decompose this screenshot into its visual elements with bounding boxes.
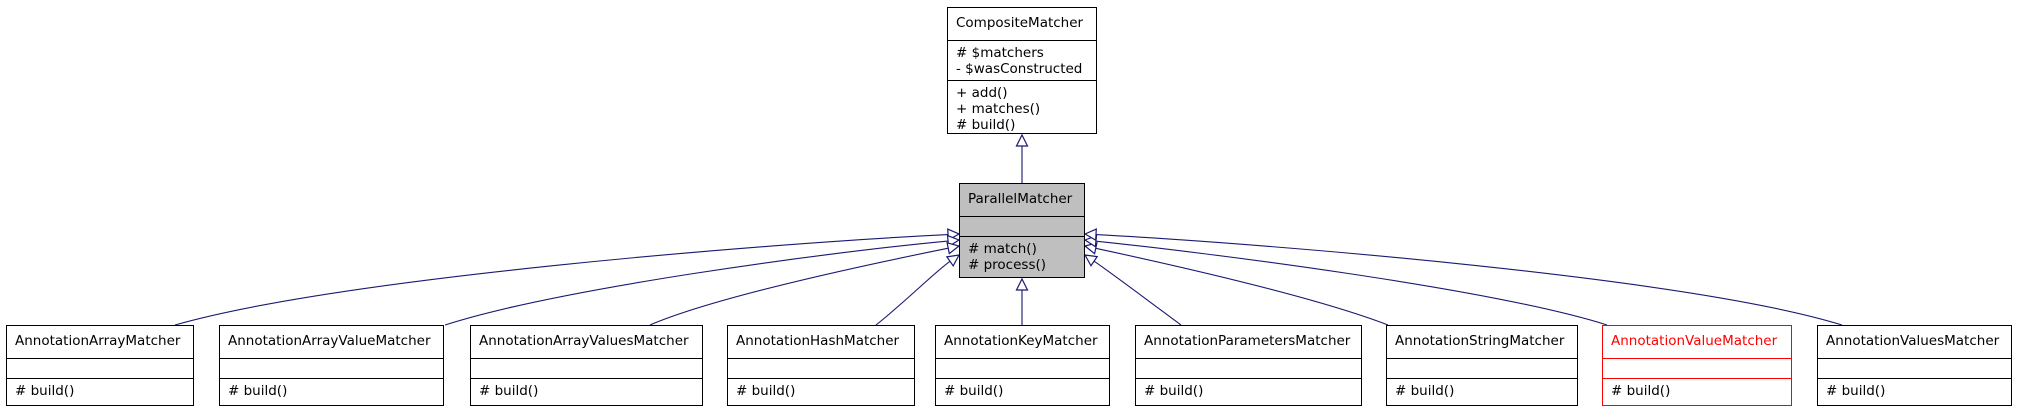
methods-compartment: # build() (220, 378, 443, 399)
inheritance-arrowhead (946, 241, 961, 255)
class-name: ParallelMatcher (968, 191, 1073, 207)
method: # build() (15, 383, 75, 399)
class-name: AnnotationStringMatcher (1395, 333, 1565, 349)
methods-compartment: # build() (7, 378, 193, 399)
inheritance-edge (444, 240, 949, 326)
class-annotation-parameters-matcher[interactable]: AnnotationParametersMatcher # build() (1135, 325, 1362, 406)
attributes-compartment (1387, 358, 1577, 378)
methods-compartment: # build() (1603, 378, 1791, 399)
method: # build() (736, 383, 796, 399)
methods-compartment: + add() + matches() # build() (948, 80, 1096, 133)
method: # build() (1611, 383, 1671, 399)
class-name: CompositeMatcher (956, 15, 1084, 31)
attributes-compartment (728, 358, 914, 378)
methods-compartment: # build() (1818, 378, 2011, 399)
inheritance-arrowhead (1083, 254, 1099, 267)
inheritance-arrowhead (1015, 133, 1029, 147)
method: # build() (1826, 383, 1886, 399)
class-annotation-array-value-matcher[interactable]: AnnotationArrayValueMatcher # build() (219, 325, 444, 406)
methods-compartment: # build() (1387, 378, 1577, 399)
attributes-compartment (960, 216, 1084, 236)
attributes-compartment: # $matchers - $wasConstructed (948, 40, 1096, 80)
method: + matches() (956, 101, 1041, 117)
attributes-compartment (7, 358, 193, 378)
class-name: AnnotationArrayMatcher (15, 333, 181, 349)
inheritance-edge (1095, 240, 1608, 326)
class-name: AnnotationArrayValueMatcher (228, 333, 431, 349)
method: # build() (228, 383, 288, 399)
method: # build() (479, 383, 539, 399)
method: # build() (944, 383, 1004, 399)
methods-compartment: # build() (936, 378, 1109, 399)
class-annotation-values-matcher[interactable]: AnnotationValuesMatcher # build() (1817, 325, 2012, 406)
methods-compartment: # build() (471, 378, 702, 399)
method: # match() (968, 241, 1037, 257)
class-name: AnnotationKeyMatcher (944, 333, 1098, 349)
inheritance-edge (1095, 234, 1843, 326)
methods-compartment: # match() # process() (960, 236, 1084, 273)
attributes-compartment (936, 358, 1109, 378)
class-name: AnnotationValuesMatcher (1826, 333, 2000, 349)
method: # build() (1395, 383, 1455, 399)
inheritance-edge (1093, 260, 1182, 326)
class-name: AnnotationValueMatcher (1611, 333, 1778, 349)
inheritance-arrowhead (945, 254, 961, 267)
class-annotation-array-matcher[interactable]: AnnotationArrayMatcher # build() (6, 325, 194, 406)
class-annotation-value-matcher[interactable]: AnnotationValueMatcher # build() (1602, 325, 1792, 406)
class-annotation-array-values-matcher[interactable]: AnnotationArrayValuesMatcher # build() (470, 325, 703, 406)
class-name: AnnotationParametersMatcher (1144, 333, 1351, 349)
attributes-compartment (1603, 358, 1791, 378)
attribute: # $matchers (956, 45, 1044, 61)
inheritance-edge (1095, 247, 1389, 326)
method: + add() (956, 85, 1008, 101)
inheritance-edge (649, 247, 949, 326)
attribute: - $wasConstructed (956, 61, 1083, 77)
inheritance-arrowhead (1015, 277, 1029, 291)
class-annotation-key-matcher[interactable]: AnnotationKeyMatcher # build() (935, 325, 1110, 406)
method: # build() (956, 117, 1016, 133)
attributes-compartment (471, 358, 702, 378)
attributes-compartment (220, 358, 443, 378)
inheritance-edge (174, 234, 949, 326)
class-parallel-matcher[interactable]: ParallelMatcher # match() # process() (959, 183, 1085, 278)
attributes-compartment (1818, 358, 2011, 378)
attributes-compartment (1136, 358, 1361, 378)
class-annotation-hash-matcher[interactable]: AnnotationHashMatcher # build() (727, 325, 915, 406)
class-name: AnnotationHashMatcher (736, 333, 900, 349)
method: # build() (1144, 383, 1204, 399)
inheritance-edge (875, 260, 951, 326)
methods-compartment: # build() (1136, 378, 1361, 399)
class-name: AnnotationArrayValuesMatcher (479, 333, 689, 349)
class-annotation-string-matcher[interactable]: AnnotationStringMatcher # build() (1386, 325, 1578, 406)
class-composite-matcher[interactable]: CompositeMatcher # $matchers - $wasConst… (947, 7, 1097, 134)
method: # process() (968, 257, 1047, 273)
methods-compartment: # build() (728, 378, 914, 399)
